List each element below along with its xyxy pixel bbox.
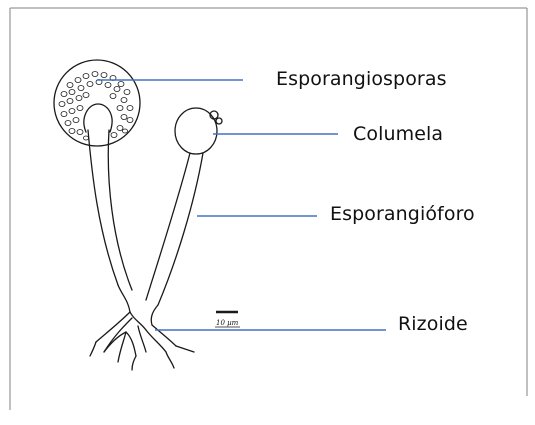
label-rhizoid: Rizoide <box>398 313 468 335</box>
rhizoids <box>90 285 194 370</box>
label-sporangiophore: Esporangióforo <box>330 203 475 225</box>
sporangium <box>54 60 140 146</box>
right-stalk <box>146 153 203 305</box>
scale-bar-label: 10 µm <box>216 319 238 327</box>
label-sporangiospores: Esporangiosporas <box>276 68 447 90</box>
columella <box>175 108 222 154</box>
rhizopus-drawing <box>54 60 222 370</box>
left-stalk <box>88 130 132 290</box>
label-columella: Columela <box>353 123 443 145</box>
